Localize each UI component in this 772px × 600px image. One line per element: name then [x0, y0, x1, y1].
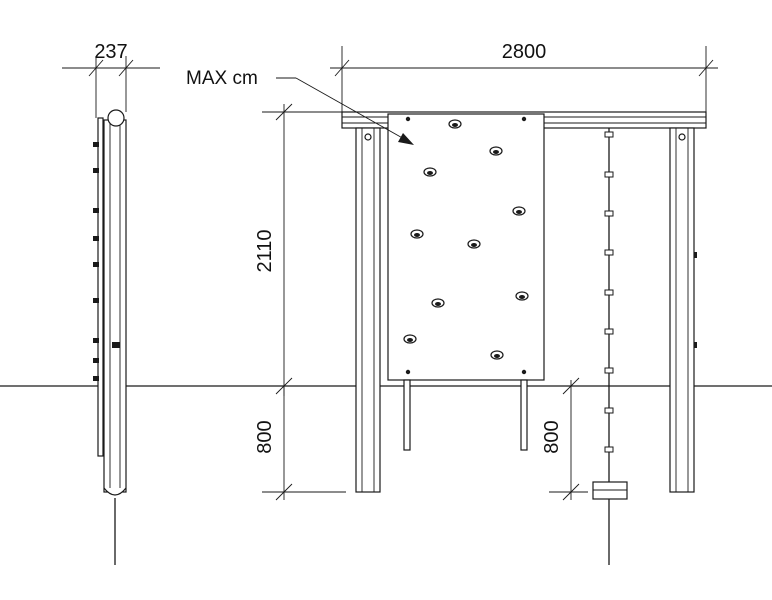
- side-width-label: 237: [94, 41, 127, 63]
- side-width-tick-left: [88, 59, 104, 77]
- panel-height-label: 2110: [254, 229, 276, 272]
- climbing-hold: [512, 206, 526, 216]
- side-width-tick-right: [118, 59, 134, 77]
- right-post-hook-2: [694, 342, 697, 348]
- climbing-hold: [515, 291, 529, 301]
- max-height-annotation: MAX cm: [186, 68, 258, 89]
- overall-width-label: 2800: [502, 41, 547, 63]
- right-post: [669, 127, 695, 493]
- side-view: 237: [62, 41, 160, 565]
- max-height-leader: [295, 77, 407, 141]
- left-depth-label: 800: [254, 420, 276, 453]
- climbing-hold: [489, 146, 503, 156]
- left-post: [355, 127, 381, 493]
- climbing-panel-bolts: [405, 116, 527, 375]
- front-view: 2800: [186, 41, 718, 565]
- side-post: [103, 119, 127, 493]
- right-post-hook-1: [694, 252, 697, 258]
- climbing-hold: [410, 229, 424, 239]
- left-post-bolt: [364, 133, 372, 141]
- max-height-arrowhead: [398, 133, 414, 145]
- climbing-hold: [431, 298, 445, 308]
- side-post-cap: [107, 109, 125, 127]
- rope-knots: [604, 131, 614, 453]
- climbing-hold: [467, 239, 481, 249]
- overall-width-tick-left: [334, 59, 350, 77]
- left-depth-tick-bottom: [275, 483, 293, 501]
- panel-anchor-left: [403, 379, 411, 451]
- panel-anchor-right: [520, 379, 528, 451]
- climbing-holds: [403, 119, 529, 360]
- side-holds: [93, 142, 120, 381]
- right-depth-tick-bottom: [562, 483, 580, 501]
- right-depth-tick-top: [562, 377, 580, 395]
- rope-ground-anchor: [592, 481, 628, 500]
- climbing-hold: [448, 119, 462, 129]
- right-post-bolt: [678, 133, 686, 141]
- climbing-hold: [490, 350, 504, 360]
- climbing-hold: [423, 167, 437, 177]
- side-post-bottom: [103, 487, 127, 496]
- overall-width-tick-right: [698, 59, 714, 77]
- right-depth-label: 800: [541, 420, 563, 453]
- climbing-hold: [403, 334, 417, 344]
- panel-height-tick-top: [275, 103, 293, 121]
- side-wall-panel: [97, 117, 104, 457]
